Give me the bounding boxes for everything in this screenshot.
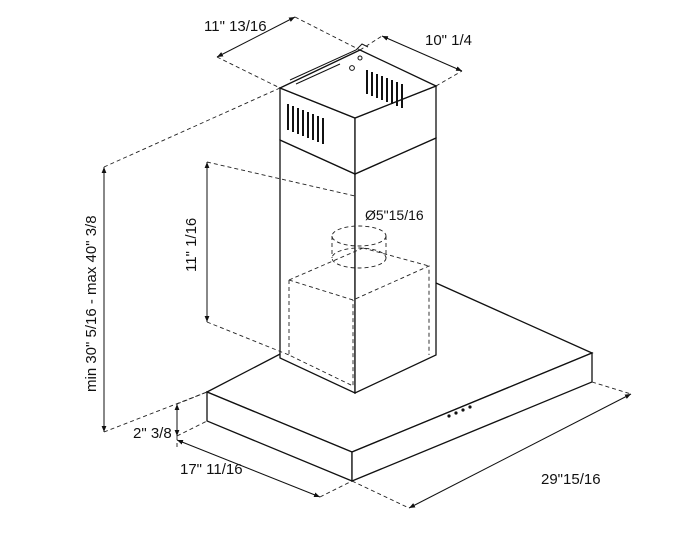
label-canopy-width: 29"15/16 — [541, 471, 601, 488]
internal-blower-box — [288, 225, 430, 387]
label-canopy-depth: 17" 11/16 — [180, 461, 243, 478]
chimney-upper — [278, 43, 438, 176]
label-chimney-depth: 10" 1/4 — [425, 32, 472, 49]
vent-left-icon — [287, 104, 324, 144]
mounting-bracket-icon — [289, 43, 369, 85]
label-inner-height: 11" 1/16 — [183, 218, 200, 272]
vent-right-icon — [366, 70, 403, 108]
dimension-lines — [101, 16, 632, 509]
label-canopy-height: 2" 3/8 — [133, 425, 172, 442]
chimney-lower — [279, 136, 437, 395]
label-chimney-width: 11" 13/16 — [204, 18, 267, 35]
label-total-height: min 30" 5/16 - max 40" 3/8 — [83, 215, 100, 392]
label-duct-diameter: Ø5"15/16 — [365, 207, 424, 223]
